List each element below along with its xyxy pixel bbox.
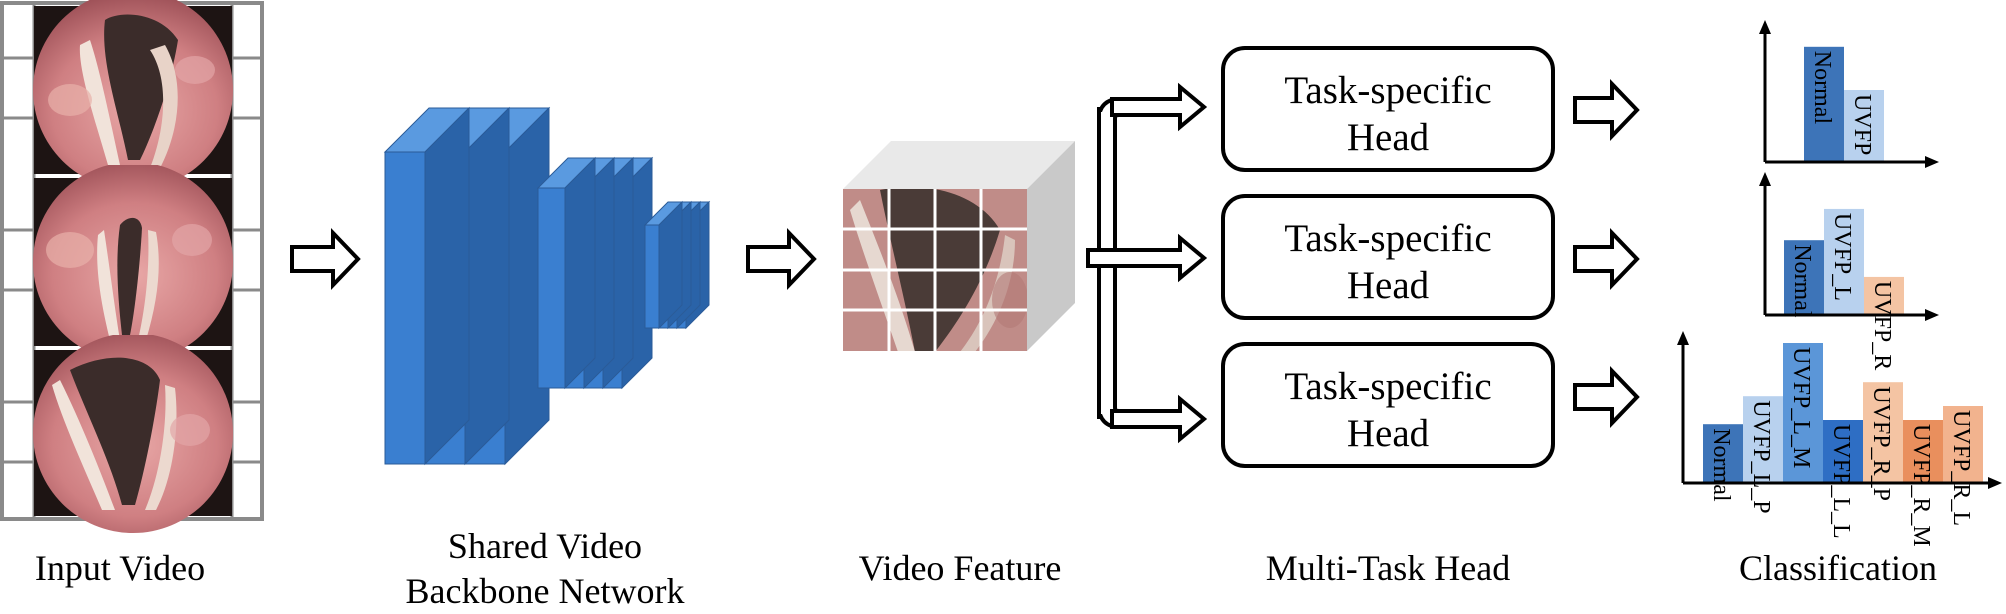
bar-uvfp-l-p	[1743, 396, 1783, 483]
bar-label-uvfp-l-l: UVFP_L_L	[1828, 424, 1854, 539]
label-classification: Classification	[1739, 548, 1937, 588]
conv-layer-2-1	[536, 156, 597, 390]
label-multi-task-head: Multi-Task Head	[1266, 548, 1510, 588]
task-head-1: Task-specific Head	[1221, 46, 1555, 172]
input-video-filmstrip	[0, 0, 264, 533]
arrow-head1-to-chart1	[1573, 79, 1640, 141]
bar-normal	[1703, 424, 1743, 483]
bar-normal	[1804, 46, 1844, 162]
feature-grid	[843, 189, 1027, 351]
arrow-head2-to-chart2	[1573, 228, 1640, 290]
bar-uvfp-l-m	[1783, 343, 1823, 483]
label-video-feature: Video Feature	[859, 548, 1062, 588]
bar-uvfp-l	[1824, 208, 1864, 315]
task-head-3-line2: Head	[1347, 412, 1430, 455]
bar-label-normal: Normal	[1708, 428, 1734, 502]
bar-label-uvfp-r: UVFP_R	[1869, 281, 1895, 370]
bar-label-uvfp-l-m: UVFP_L_M	[1788, 347, 1814, 468]
arrow-head3-to-chart3	[1573, 366, 1640, 428]
chart-y-arrowhead	[1759, 20, 1771, 34]
task-head-3-line1: Task-specific	[1284, 365, 1491, 408]
task-head-2: Task-specific Head	[1221, 194, 1555, 320]
conv-layer-3-1	[643, 200, 684, 330]
video-frame-3	[33, 335, 233, 533]
bar-label-uvfp-r-m: UVFP_R_M	[1908, 424, 1934, 547]
chart-x-arrowhead	[1988, 477, 2002, 489]
bar-label-uvfp-l-p: UVFP_L_P	[1748, 400, 1774, 513]
video-feature-cube	[843, 141, 1075, 351]
bar-normal	[1784, 240, 1824, 315]
bar-label-normal: Normal	[1789, 244, 1815, 318]
video-frame-2	[33, 165, 233, 362]
classification-chart-2: Normal UVFP_L UVFP_R	[1759, 172, 1939, 370]
bar-uvfp-r	[1864, 276, 1904, 315]
task-head-1-line2: Head	[1347, 116, 1430, 159]
chart-x-arrowhead	[1925, 309, 1939, 321]
task-head-3: Task-specific Head	[1221, 342, 1555, 468]
chart-x-arrowhead	[1925, 156, 1939, 168]
label-input-video: Input Video	[35, 548, 205, 588]
video-frame-1	[33, 0, 233, 190]
bar-label-uvfp: UVFP	[1849, 94, 1875, 155]
branch-arrow-1	[1110, 82, 1208, 132]
bar-label-uvfp-l: UVFP_L	[1829, 213, 1855, 301]
bar-uvfp-r-l	[1943, 406, 1983, 483]
chart-y-arrowhead	[1759, 172, 1771, 186]
task-head-2-line1: Task-specific	[1284, 217, 1491, 260]
task-head-2-line2: Head	[1347, 264, 1430, 307]
task-head-1-line1: Task-specific	[1284, 69, 1491, 112]
branch-arrow-2	[1110, 233, 1208, 283]
branch-connector	[1086, 82, 1208, 444]
conv-layer-1-1	[383, 106, 471, 466]
branch-arrow-3	[1110, 394, 1208, 444]
bar-uvfp-r-p	[1863, 382, 1903, 483]
bar-uvfp-r-m	[1903, 420, 1943, 483]
bar-label-normal: Normal	[1809, 51, 1835, 125]
arrow-backbone-to-feature	[746, 228, 817, 290]
filmstrip-perforations	[2, 56, 262, 464]
label-backbone-line2: Backbone Network	[406, 571, 685, 609]
bar-uvfp	[1844, 90, 1884, 162]
bar-label-uvfp-r-l: UVFP_R_L	[1948, 410, 1974, 526]
backbone-network	[383, 106, 711, 466]
feature-cube-top	[843, 141, 1075, 189]
bar-uvfp-l-l	[1823, 420, 1863, 483]
arrow-input-to-backbone	[290, 228, 361, 290]
chart-y-arrowhead	[1677, 331, 1689, 345]
feature-cube-side	[1027, 141, 1075, 351]
label-backbone-line1: Shared Video	[448, 526, 642, 566]
